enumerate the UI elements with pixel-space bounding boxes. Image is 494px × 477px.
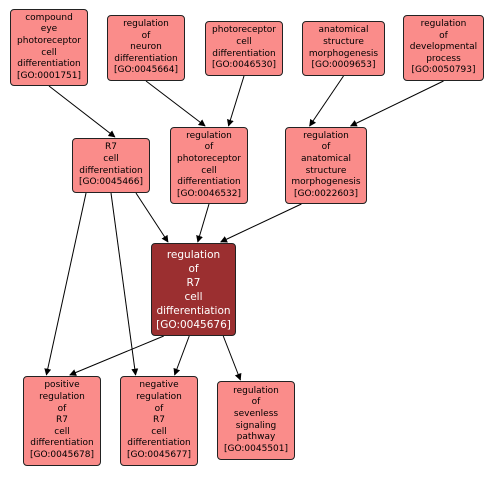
edge-n0050793-to-n0022603 — [349, 80, 444, 127]
node-label-line: of — [188, 262, 199, 275]
node-label-line: of — [154, 403, 164, 414]
edge-n0045466-to-n0045677 — [110, 192, 139, 376]
node-go-id: [GO:0045501] — [223, 443, 289, 454]
edge-n0045676-to-n0045501 — [222, 335, 242, 381]
node-label-line: signaling — [235, 420, 277, 431]
node-label-line: process — [426, 53, 461, 64]
node-label-line: photoreceptor — [212, 25, 276, 36]
node-label-line: cell — [201, 165, 217, 176]
node-label-line: regulation — [123, 19, 169, 30]
node-go-id: [GO:0022603] — [293, 188, 359, 199]
edge-n0046530-to-n0046532 — [227, 75, 245, 127]
edge-n0045676-to-n0045677 — [173, 335, 190, 376]
node-label-line: pathway — [236, 432, 276, 443]
node-label-line: neuron — [130, 42, 162, 53]
node-label-line: photoreceptor — [177, 153, 241, 164]
node-label-line: of — [57, 403, 67, 414]
edge-n0001751-to-n0045466 — [48, 85, 116, 138]
node-label-line: regulation — [420, 19, 467, 30]
edge-n0046532-to-n0045676 — [196, 203, 210, 243]
node-label-line: regulation — [303, 130, 349, 141]
node-label-line: developmental — [409, 42, 478, 53]
node-label-line: cell — [54, 426, 70, 437]
node-label-line: of — [141, 30, 151, 41]
node-label-line: differentiation — [156, 304, 231, 317]
node-label-line: regulation — [233, 385, 279, 396]
node-label-line: cell — [184, 290, 203, 303]
node-label-line: eye — [40, 24, 58, 35]
node-label-line: R7 — [153, 415, 165, 426]
node-label-line: morphogenesis — [308, 48, 379, 59]
node-go-id: [GO:0050793] — [411, 65, 476, 76]
node-go-id: [GO:0009653] — [311, 60, 376, 71]
node-go-id: [GO:0045676] — [156, 318, 231, 331]
node-label-line: regulation — [186, 130, 232, 141]
node-label-line: structure — [305, 165, 347, 176]
node-label-line: negative — [139, 380, 179, 391]
node-label-line: cell — [41, 47, 57, 58]
node-label-line: R7 — [105, 142, 117, 153]
node-go-id: [GO:0046532] — [176, 188, 242, 199]
node-go-id: [GO:0046530] — [211, 60, 277, 71]
node-go-id: [GO:0045466] — [78, 177, 144, 188]
node-label-line: anatomical — [300, 153, 351, 164]
edge-n0045664-to-n0046532 — [145, 80, 206, 127]
node-label-line: positive — [44, 380, 80, 391]
node-label-line: R7 — [56, 415, 68, 426]
node-label-line: sevenless — [233, 408, 279, 419]
node-label-line: of — [321, 142, 331, 153]
node-label-line: regulation — [136, 392, 182, 403]
node-label-line: differentiation — [127, 438, 191, 449]
edge-n0022603-to-n0045676 — [220, 203, 302, 243]
node-go-id: [GO:0045678] — [29, 449, 95, 460]
node-label-line: cell — [151, 426, 167, 437]
node-label-line: anatomical — [318, 25, 369, 36]
node-label-line: compound — [25, 12, 73, 23]
node-label-line: of — [251, 397, 261, 408]
node-label-line: differentiation — [177, 177, 241, 188]
node-label-line: differentiation — [30, 438, 94, 449]
node-label-line: R7 — [186, 276, 201, 289]
node-label-line: photoreceptor — [17, 35, 81, 46]
node-go-id: [GO:0001751] — [16, 70, 82, 81]
edge-n0045466-to-n0045676 — [135, 192, 169, 243]
node-go-id: [GO:0045664] — [113, 65, 179, 76]
node-label-line: of — [439, 30, 448, 41]
edge-n0009653-to-n0022603 — [309, 75, 344, 127]
node-label-line: structure — [323, 36, 364, 47]
edge-n0045676-to-n0045678 — [69, 335, 164, 376]
node-label-line: morphogenesis — [291, 177, 361, 188]
node-label-line: regulation — [39, 392, 85, 403]
node-label-line: differentiation — [79, 165, 143, 176]
node-label-line: regulation — [166, 248, 221, 261]
edge-n0045466-to-n0045678 — [44, 192, 87, 376]
node-label-line: differentiation — [17, 59, 81, 70]
node-label-line: differentiation — [114, 53, 178, 64]
node-label-line: of — [204, 142, 214, 153]
node-label-line: differentiation — [212, 48, 276, 59]
node-label-line: cell — [103, 153, 119, 164]
node-go-id: [GO:0045677] — [126, 449, 192, 460]
node-label-line: cell — [236, 36, 252, 47]
